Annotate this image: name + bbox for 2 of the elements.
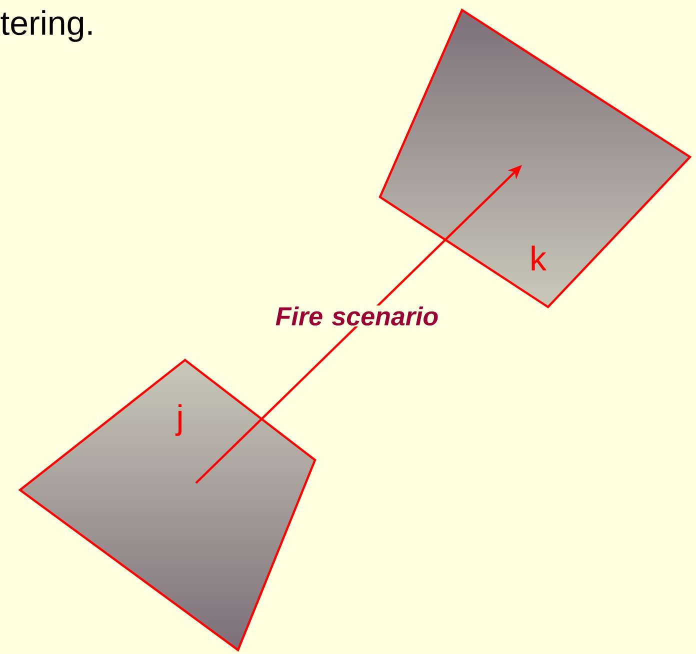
heading-text: tering. (0, 10, 92, 42)
edge-label: Fire scenario (271, 305, 443, 327)
